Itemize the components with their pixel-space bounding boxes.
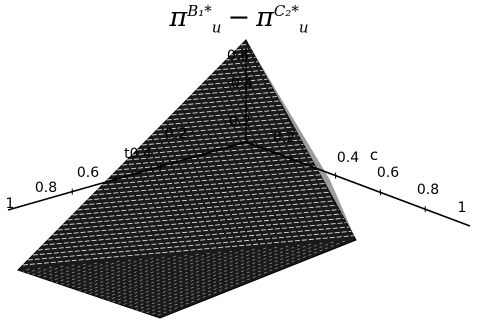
mesh-col bbox=[98, 252, 210, 298]
mesh-row bbox=[206, 74, 266, 81]
title-sup-2: C₂* bbox=[273, 2, 299, 20]
surface-side bbox=[246, 40, 356, 240]
title-pi-2: π bbox=[256, 2, 274, 33]
mesh-row bbox=[102, 165, 316, 186]
tick-label-z-2: 0.6 bbox=[227, 48, 249, 64]
title-sub-2: u bbox=[298, 18, 309, 37]
mesh-col bbox=[69, 258, 143, 288]
mesh-row bbox=[191, 87, 273, 96]
title-sup-1: B₁* bbox=[187, 2, 212, 20]
mesh-row bbox=[231, 52, 254, 56]
mesh-row bbox=[92, 174, 321, 196]
mesh-row bbox=[112, 156, 311, 176]
mesh-row bbox=[216, 65, 261, 71]
mesh-row bbox=[117, 152, 309, 171]
mesh-row bbox=[241, 43, 249, 46]
c-axis-line bbox=[245, 141, 471, 227]
mesh-row bbox=[72, 191, 330, 216]
mesh-row bbox=[201, 78, 268, 86]
mesh-row bbox=[196, 83, 270, 91]
mesh-col bbox=[46, 263, 86, 280]
mesh-row bbox=[62, 200, 335, 226]
mesh-col bbox=[126, 246, 278, 308]
mesh-col bbox=[51, 262, 97, 282]
mesh-col bbox=[74, 257, 154, 290]
mesh-row bbox=[37, 222, 347, 251]
mesh-row bbox=[22, 235, 354, 266]
mesh-col bbox=[27, 267, 41, 274]
mesh-row bbox=[141, 130, 297, 146]
title-pi-1: π bbox=[169, 2, 188, 33]
mesh-row bbox=[136, 135, 299, 151]
mesh-row bbox=[32, 226, 349, 256]
title-operator: − bbox=[227, 2, 251, 33]
mesh-col bbox=[117, 248, 255, 304]
t-axis-line bbox=[7, 141, 247, 211]
tick-label-z-1: 0.4 bbox=[231, 76, 253, 92]
mesh-row bbox=[156, 117, 290, 131]
mesh-row bbox=[57, 204, 337, 231]
mesh-row bbox=[122, 148, 306, 166]
mesh-col bbox=[84, 255, 176, 293]
mesh-row bbox=[221, 61, 258, 66]
mesh-row bbox=[176, 100, 280, 111]
tick-label-t-0: 1 bbox=[6, 196, 15, 212]
mesh-row bbox=[211, 69, 263, 76]
mesh-col bbox=[60, 260, 120, 285]
mesh-col bbox=[107, 250, 233, 301]
mesh-row bbox=[52, 209, 340, 236]
tick-label-t-4: 0.2 bbox=[165, 126, 187, 142]
mesh-row bbox=[27, 230, 352, 261]
mesh-row bbox=[67, 196, 333, 221]
tick-labels-group: 1 0.8 0.6 t0.4 0.2 0.2 0.4 0.6 0.8 1 c 0.2 0.4 0.6 bbox=[6, 48, 467, 216]
mesh-col bbox=[122, 247, 266, 306]
mesh-col bbox=[93, 253, 199, 296]
surface-fill bbox=[17, 39, 357, 319]
tick-label-c-3: 0.8 bbox=[417, 182, 439, 198]
tick-label-t-3: t0.4 bbox=[124, 146, 152, 162]
tick-label-c-4: 1 bbox=[458, 200, 467, 216]
mesh-col bbox=[131, 245, 289, 309]
mesh-col bbox=[140, 243, 312, 312]
tick-label-z-0: 0.2 bbox=[229, 114, 251, 130]
mesh-row bbox=[87, 178, 323, 201]
tick-label-c-0: 0.2 bbox=[273, 130, 295, 146]
mesh-row bbox=[42, 217, 345, 246]
tick-label-c-1: 0.4 bbox=[337, 150, 359, 166]
tick-label-t-2: 0.6 bbox=[77, 165, 99, 181]
mesh-row bbox=[236, 48, 251, 51]
mesh-row bbox=[171, 104, 282, 116]
mesh-row bbox=[82, 183, 325, 206]
chart-title: πB₁*u−πC₂*u bbox=[0, 2, 478, 36]
mesh-col bbox=[155, 240, 345, 317]
tick-label-t-1: 0.8 bbox=[35, 180, 57, 196]
mesh-col bbox=[36, 265, 64, 277]
mesh-row bbox=[146, 126, 294, 141]
mesh-col bbox=[145, 242, 323, 314]
mesh-col bbox=[150, 241, 334, 316]
surface-mesh bbox=[17, 39, 357, 319]
mesh-col bbox=[136, 244, 300, 311]
mesh-row bbox=[127, 143, 304, 161]
axes-group bbox=[7, 48, 471, 227]
mesh-row bbox=[166, 109, 285, 121]
mesh-row bbox=[107, 161, 313, 181]
axis-title-c: c bbox=[370, 146, 378, 164]
mesh-col bbox=[22, 268, 30, 272]
mesh-row bbox=[181, 96, 278, 106]
mesh-row bbox=[226, 56, 256, 61]
mesh-row bbox=[131, 139, 302, 156]
mesh-row bbox=[97, 169, 318, 191]
title-sub-1: u bbox=[211, 18, 222, 37]
mesh-row bbox=[186, 91, 275, 101]
mesh-row bbox=[47, 213, 342, 241]
mesh-row bbox=[151, 122, 292, 136]
tick-label-c-2: 0.6 bbox=[377, 165, 399, 181]
